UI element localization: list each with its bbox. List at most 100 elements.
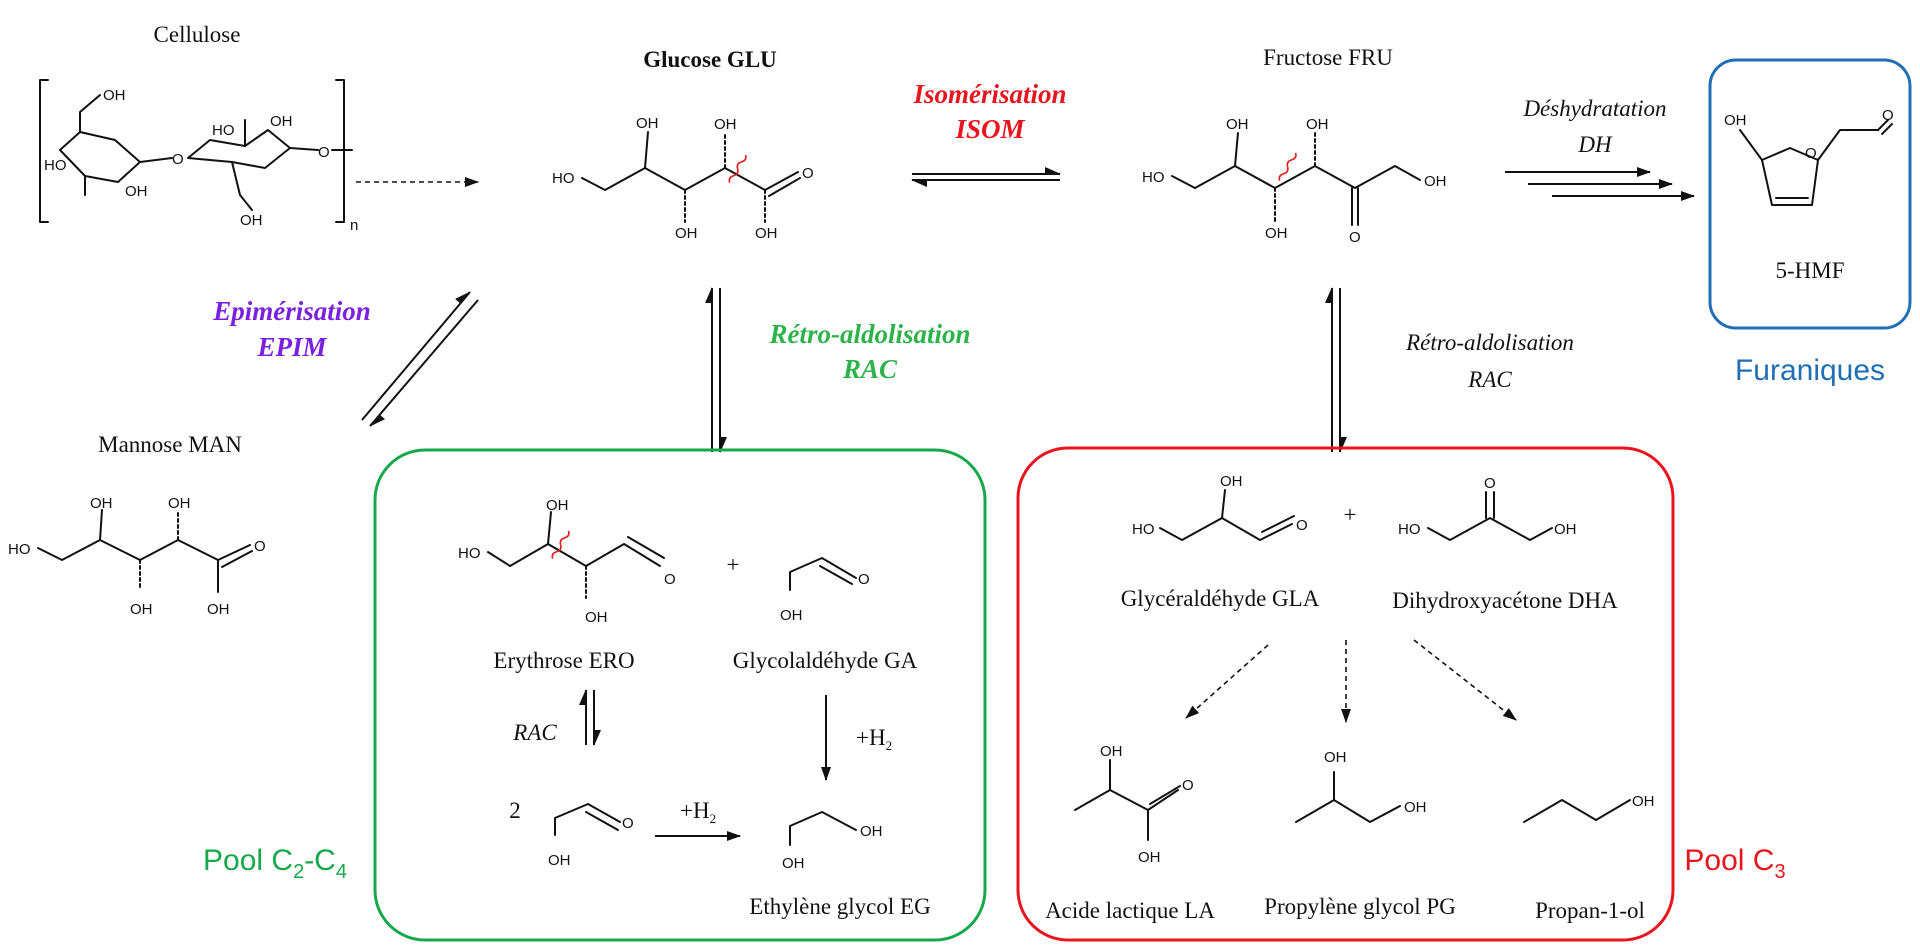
fructose-oh-4: OH <box>1424 173 1447 190</box>
la-oh-2: OH <box>1138 849 1161 866</box>
dehydration-reaction: Déshydratation DH <box>1505 96 1695 201</box>
pool-c2c4-box <box>373 448 987 942</box>
erythrose-oh-1: OH <box>546 497 569 514</box>
propanol-oh: OH <box>1632 793 1655 810</box>
ga-oh: OH <box>780 607 803 624</box>
dha-oh: OH <box>1554 521 1577 538</box>
hmf-o: O <box>1882 107 1894 124</box>
ga2-o: O <box>622 815 634 832</box>
fructose-oh-3: OH <box>1306 116 1329 133</box>
glucose-structure: Glucose GLU HO OH OH OH OH O <box>552 47 814 242</box>
erythrose-ho: HO <box>458 545 481 562</box>
dh-label-2: DH <box>1577 132 1613 157</box>
rac-glu-label-2: RAC <box>842 354 898 384</box>
ga-o: O <box>858 571 870 588</box>
gla-o: O <box>1296 517 1308 534</box>
epim-label-1: Epimérisation <box>212 296 371 326</box>
dh-label-1: Déshydratation <box>1522 96 1666 121</box>
cellulose-oh-1: OH <box>103 87 126 104</box>
la-oh-1: OH <box>1100 743 1123 760</box>
epim-label-2: EPIM <box>256 332 327 362</box>
isom-label-1: Isomérisation <box>912 79 1066 109</box>
rac-fru-label-1: Rétro-aldolisation <box>1405 330 1574 355</box>
cellulose-oh-4: OH <box>240 212 263 229</box>
glyceraldehyde-label: Glycéraldéhyde GLA <box>1121 586 1320 611</box>
mannose-ho: HO <box>8 541 31 558</box>
dha-label: Dihydroxyacétone DHA <box>1392 588 1618 613</box>
glucose-oh-2: OH <box>675 225 698 242</box>
fructose-oh-2: OH <box>1265 225 1288 242</box>
two-coefficient: 2 <box>509 798 521 823</box>
cellulose-o-end: O <box>318 144 330 161</box>
glucose-oh-1: OH <box>636 115 659 132</box>
cellulose-ho-2: HO <box>212 122 235 139</box>
mannose-o: O <box>254 538 266 555</box>
gla-oh: OH <box>1220 473 1243 490</box>
glucose-label: Glucose GLU <box>643 47 777 72</box>
cellulose-ho-1: HO <box>44 157 67 174</box>
mannose-oh-3: OH <box>168 495 191 512</box>
glucose-o: O <box>802 165 814 182</box>
fructose-o: O <box>1349 229 1361 246</box>
propylene-glycol-label: Propylène glycol PG <box>1264 894 1456 919</box>
furan-pool-label: Furaniques <box>1735 354 1885 387</box>
la-o: O <box>1182 777 1194 794</box>
rac-ero-label: RAC <box>512 720 557 745</box>
h2-label-a: +H2 <box>856 725 892 753</box>
lactic-acid-label: Acide lactique LA <box>1045 898 1215 923</box>
glucose-ho: HO <box>552 170 575 187</box>
cellulose-o-link: O <box>172 151 184 168</box>
hmf-label: 5-HMF <box>1775 258 1844 283</box>
polymer-subscript: n <box>350 217 358 234</box>
plus-c2c4: + <box>727 552 740 577</box>
propanol-label: Propan-1-ol <box>1535 898 1645 923</box>
erythrose-oh-2: OH <box>585 609 608 626</box>
fructose-label: Fructose FRU <box>1263 45 1393 70</box>
rac-fru-label-2: RAC <box>1467 367 1512 392</box>
furan-box <box>1708 58 1912 330</box>
hmf-ring-o: O <box>1805 145 1817 162</box>
epimerisation-reaction: Epimérisation EPIM <box>212 291 479 427</box>
mannose-oh-4: OH <box>207 601 230 618</box>
fructose-oh-1: OH <box>1226 116 1249 133</box>
gla-ho: HO <box>1132 521 1155 538</box>
plus-c3: + <box>1344 502 1357 527</box>
isomerisation-reaction: Isomérisation ISOM <box>911 79 1067 187</box>
erythrose-o: O <box>664 571 676 588</box>
fructose-structure: Fructose FRU HO OH OH OH O OH <box>1142 45 1447 246</box>
h2-label-b: +H2 <box>680 798 716 826</box>
pool-c3: HO OH O Glycéraldéhyde GLA + HO O OH Dih… <box>1016 446 1675 942</box>
rac-fructose-reaction: Rétro-aldolisation RAC <box>1325 287 1574 453</box>
rac-glucose-reaction: Rétro-aldolisation RAC <box>705 287 971 453</box>
ethylene-glycol-label: Ethylène glycol EG <box>749 894 930 919</box>
pool-c3-label: Pool C3 <box>1684 844 1785 883</box>
mannose-structure: Mannose MAN HO OH OH OH OH O <box>8 432 266 618</box>
erythrose-label: Erythrose ERO <box>493 648 634 673</box>
cellulose-oh-3: OH <box>270 113 293 130</box>
pg-oh-2: OH <box>1404 799 1427 816</box>
mannose-label: Mannose MAN <box>98 432 242 457</box>
ga2-oh: OH <box>548 852 571 869</box>
cellulose-oh-2: OH <box>125 183 148 200</box>
pool-c3-box <box>1016 446 1675 942</box>
glucose-oh-4: OH <box>755 225 778 242</box>
eg-oh-1: OH <box>782 855 805 872</box>
rac-glu-label-1: Rétro-aldolisation <box>768 319 970 349</box>
isom-label-2: ISOM <box>954 114 1025 144</box>
pool-c2c4-label: Pool C2-C4 <box>203 844 347 883</box>
dha-ho: HO <box>1398 521 1421 538</box>
cellulose-label: Cellulose <box>154 22 241 47</box>
glucose-oh-3: OH <box>714 116 737 133</box>
glycolaldehyde-label: Glycolaldéhyde GA <box>733 648 918 673</box>
pool-c2c4: HO OH OH O Erythrose ERO + OH O Glycolal… <box>373 448 987 942</box>
furan-pool: OH O O 5-HMF <box>1708 58 1912 330</box>
hmf-oh: OH <box>1724 112 1747 129</box>
eg-oh-2: OH <box>860 823 883 840</box>
mannose-oh-2: OH <box>130 601 153 618</box>
pg-oh-1: OH <box>1324 749 1347 766</box>
fructose-ho: HO <box>1142 169 1165 186</box>
mannose-oh-1: OH <box>90 495 113 512</box>
dha-o: O <box>1484 475 1496 492</box>
cellulose-structure: Cellulose n OH HO OH O OH HO OH O <box>39 22 358 234</box>
